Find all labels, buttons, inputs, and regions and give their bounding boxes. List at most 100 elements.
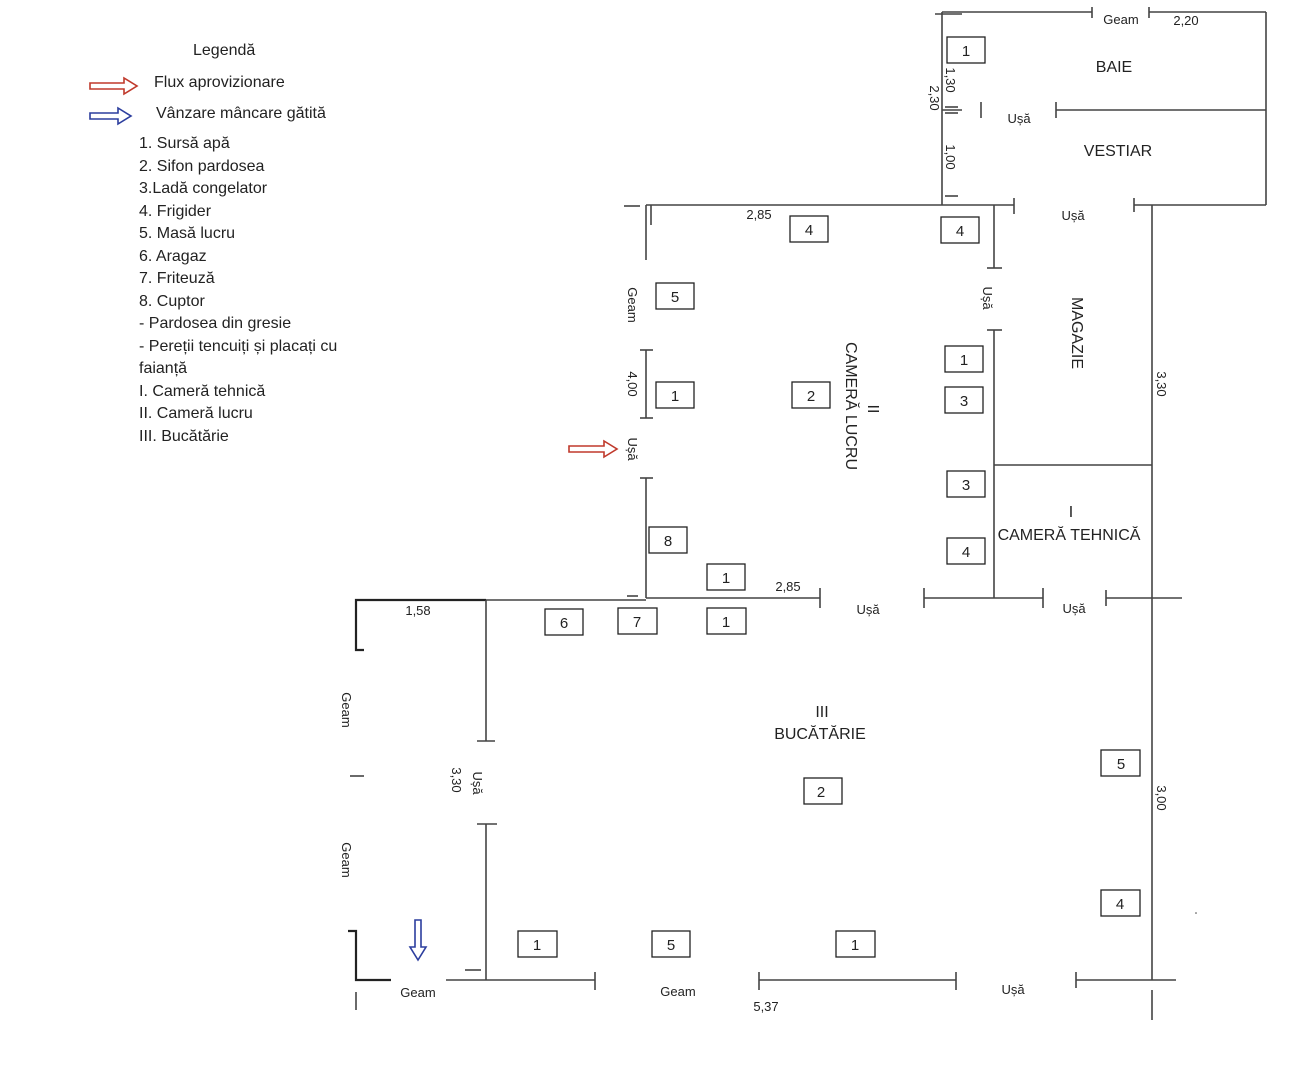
legend-item: I. Cameră tehnică <box>139 382 266 400</box>
room-vestiar: VESTIAR <box>1084 143 1152 160</box>
equipment-number: 1 <box>671 388 679 405</box>
supply-arrow-icon <box>568 439 619 459</box>
equipment-item: 7 <box>617 607 658 635</box>
dimension-label: 3,30 <box>449 767 464 792</box>
room-camera-lucru-num: II <box>864 405 881 414</box>
equipment-number: 2 <box>817 784 825 801</box>
room-camera-tehnica: CAMERĂ TEHNICĂ <box>998 525 1141 544</box>
legend-item: 8. Cuptor <box>139 292 205 310</box>
walls-baie-vestiar <box>935 7 1267 212</box>
equipment-item: 1 <box>946 36 986 64</box>
dimension-label: 1,58 <box>405 603 430 618</box>
legend-item: 4. Frigider <box>139 202 212 220</box>
room-camera-tehnica-num: I <box>1069 504 1073 521</box>
room-bucatarie-num: III <box>815 704 828 721</box>
legend-title: Legendă <box>193 42 256 59</box>
equipment-item: 1 <box>835 930 876 958</box>
equipment-number: 1 <box>962 43 970 60</box>
equipment-item: 3 <box>944 386 984 414</box>
equipment-number: 3 <box>962 477 970 494</box>
equipment-item: 3 <box>946 470 986 498</box>
equipment-number: 1 <box>722 614 730 631</box>
walls-bucatarie <box>348 598 1197 1020</box>
door-label: Ușă <box>625 437 640 461</box>
legend-item: 1. Sursă apă <box>139 135 230 152</box>
equipment-number: 1 <box>851 937 859 954</box>
legend-vanzare: Vânzare mâncare gătită <box>156 105 326 122</box>
equipment-number: 7 <box>633 614 641 631</box>
legend-item: - Pardosea din gresie <box>139 315 292 332</box>
door-label: Ușă <box>1061 208 1085 223</box>
dimension-label: 4,00 <box>625 371 640 396</box>
equipment-number: 4 <box>956 223 964 240</box>
legend-item: III. Bucătărie <box>139 427 229 445</box>
equipment-item: 5 <box>655 282 695 310</box>
dimension-label: 1,00 <box>943 144 958 169</box>
equipment-number: 8 <box>664 533 672 550</box>
sale-arrow-icon <box>408 919 428 962</box>
door-label: Ușă <box>1007 111 1031 126</box>
legend-item: 3.Ladă congelator <box>139 180 268 197</box>
equipment-item: 4 <box>946 537 986 565</box>
legend-item: 7. Friteuză <box>139 270 215 287</box>
dimension-label: 2,30 <box>927 85 942 110</box>
equipment-item: 1 <box>655 381 695 409</box>
door-label: Ușă <box>470 771 485 795</box>
door-label: Ușă <box>980 286 995 310</box>
equipment-item: 8 <box>648 526 688 554</box>
dimension-label: 2,20 <box>1173 13 1198 28</box>
equipment-number: 1 <box>722 570 730 587</box>
dimension-label: 2,85 <box>746 207 771 222</box>
equipment-item: 1 <box>706 607 747 635</box>
equipment-number: 3 <box>960 393 968 410</box>
room-camera-lucru: CAMERĂ LUCRU <box>842 342 861 470</box>
legend-item: 2. Sifon pardosea <box>139 157 265 175</box>
legend-item: 5. Masă lucru <box>139 225 236 242</box>
equipment-number: 2 <box>807 388 815 405</box>
equipment-item: 4 <box>1100 889 1141 917</box>
legend-item: - Pereții tencuiți și placați cu faianță <box>139 337 338 378</box>
red-arrow-icon <box>89 76 139 96</box>
equipment-item: 6 <box>544 608 584 636</box>
equipment-item: 1 <box>944 345 984 373</box>
legend-items: 1. Sursă apă 2. Sifon pardosea 3.Ladă co… <box>139 133 354 448</box>
equipment-number: 4 <box>962 544 970 561</box>
dimension-label: 3,30 <box>1154 371 1169 396</box>
dimension-label: 1,30 <box>943 67 958 92</box>
equipment-number: 6 <box>560 615 568 632</box>
equipment-number: 1 <box>533 937 541 954</box>
equipment-number: 5 <box>671 289 679 306</box>
window-label: Geam <box>1103 12 1138 27</box>
equipment-item: 2 <box>803 777 843 805</box>
walls-camera-lucru <box>624 198 1182 980</box>
window-label: Geam <box>400 985 435 1000</box>
dimension-label: 2,85 <box>775 579 800 594</box>
window-label: Geam <box>625 287 640 322</box>
dimension-label: 5,37 <box>753 999 778 1014</box>
window-label: Geam <box>339 842 354 877</box>
window-label: Geam <box>660 984 695 999</box>
door-label: Ușă <box>1001 982 1025 997</box>
door-label: Ușă <box>856 602 880 617</box>
equipment-item: 2 <box>791 381 831 409</box>
equipment-item: 5 <box>1100 749 1141 777</box>
dimension-label: 3,00 <box>1154 785 1169 810</box>
equipment-item: 5 <box>651 930 691 958</box>
legend-item: 6. Aragaz <box>139 247 207 265</box>
equipment-number: 5 <box>1117 756 1125 773</box>
equipment-item: 4 <box>940 216 980 244</box>
legend-item: II. Cameră lucru <box>139 405 253 422</box>
room-baie: BAIE <box>1096 59 1132 76</box>
blue-arrow-icon <box>89 106 133 126</box>
equipment-number: 5 <box>667 937 675 954</box>
legend-flux-aprovizionare: Flux aprovizionare <box>154 74 285 91</box>
equipment-number: 4 <box>1116 896 1124 913</box>
equipment-item: 1 <box>706 563 746 591</box>
equipment-item: 1 <box>517 930 558 958</box>
equipment-number: 4 <box>805 222 813 239</box>
equipment-item: 4 <box>789 215 829 243</box>
door-label: Ușă <box>1062 601 1086 616</box>
equipment-number: 1 <box>960 352 968 369</box>
window-label: Geam <box>339 692 354 727</box>
